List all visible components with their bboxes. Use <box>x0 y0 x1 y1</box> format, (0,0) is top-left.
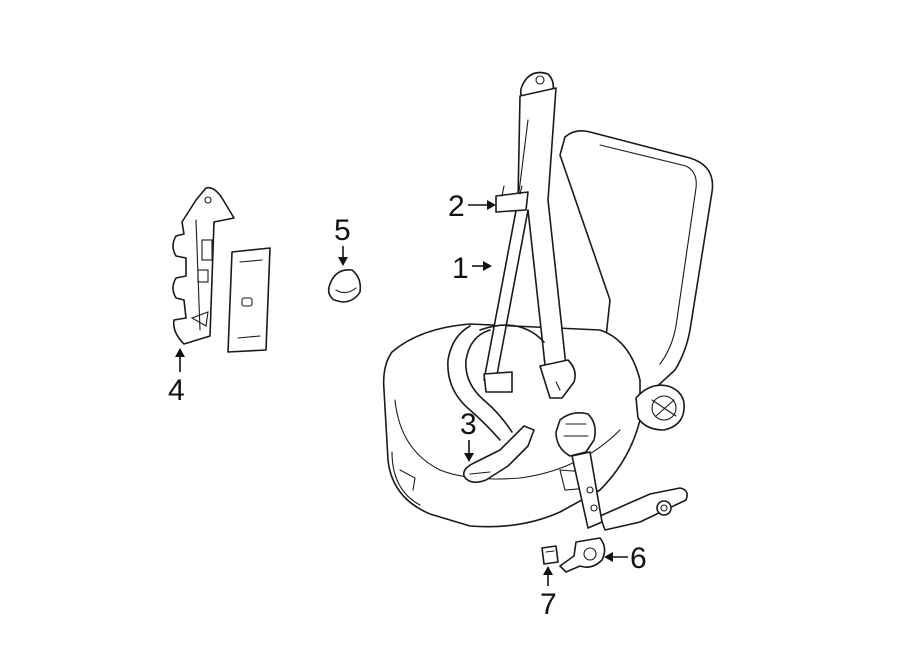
callout-1: 1 <box>452 252 492 285</box>
callout-6: 6 <box>604 542 647 575</box>
callout-label-1: 1 <box>452 252 469 285</box>
part-1-seat-belt <box>447 71 576 441</box>
seat-track <box>599 487 688 531</box>
callout-label-4: 4 <box>168 374 185 407</box>
part-2-belt-guide <box>495 185 529 213</box>
buckle-assembly <box>541 412 606 573</box>
callout-label-3: 3 <box>460 408 477 441</box>
callout-label-6: 6 <box>630 542 647 575</box>
part-3-anchor <box>462 425 535 484</box>
callout-3: 3 <box>460 408 477 462</box>
seat-back <box>559 130 714 403</box>
seat-cushion <box>382 323 641 528</box>
callout-4: 4 <box>168 348 185 407</box>
callout-7: 7 <box>540 566 557 621</box>
part-4-height-adjuster <box>172 186 271 353</box>
callout-label-5: 5 <box>334 214 351 247</box>
callout-label-7: 7 <box>540 588 557 621</box>
recliner-knob <box>635 384 685 431</box>
callout-5: 5 <box>334 214 351 266</box>
part-5-cap <box>327 268 362 303</box>
callout-2: 2 <box>448 190 496 223</box>
callout-label-2: 2 <box>448 190 465 223</box>
